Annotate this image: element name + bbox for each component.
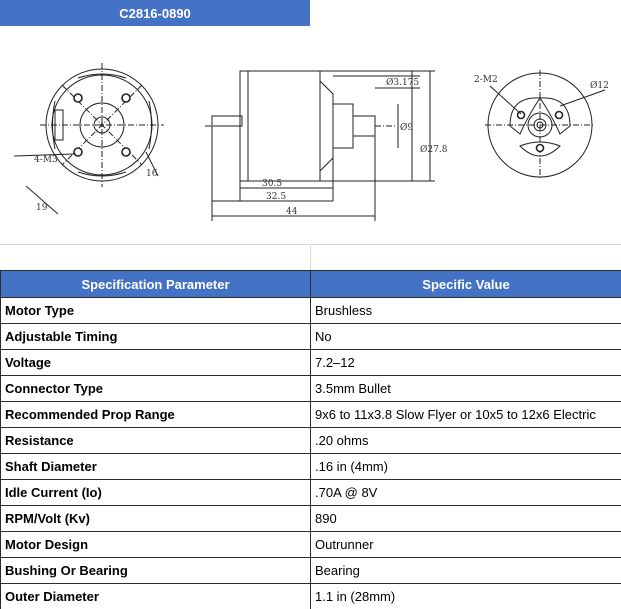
value-cell: No (310, 323, 621, 350)
motor-drawing: 4-M3 19 16 Ø3.175 Ø9 Ø27.8 30.5 32.5 44 … (0, 26, 621, 244)
param-cell: Idle Current (Io) (0, 479, 311, 506)
param-cell: Connector Type (0, 375, 311, 402)
value-cell: .70A @ 8V (310, 479, 621, 506)
header-value: Specific Value (310, 270, 621, 298)
param-cell: Recommended Prop Range (0, 401, 311, 428)
title-blank-cell (310, 0, 621, 26)
param-cell: Resistance (0, 427, 311, 454)
side-label-278: Ø27.8 (420, 144, 448, 155)
param-cell: Outer Diameter (0, 583, 311, 609)
param-cell: Voltage (0, 349, 311, 376)
side-label-shaft: Ø3.175 (386, 77, 419, 88)
value-cell: Brushless (310, 297, 621, 324)
spec-table: Specification Parameter Specific Value M… (0, 270, 621, 609)
header-parameter: Specification Parameter (0, 270, 311, 298)
side-label-9: Ø9 (400, 122, 413, 133)
table-row: Motor Design Outrunner (0, 531, 621, 558)
param-cell: Shaft Diameter (0, 453, 311, 480)
table-header-row: Specification Parameter Specific Value (0, 270, 621, 298)
table-row: Bushing Or Bearing Bearing (0, 557, 621, 584)
side-label-44: 44 (286, 207, 298, 217)
front-view (13, 63, 164, 215)
value-cell: 890 (310, 505, 621, 532)
table-row: Adjustable Timing No (0, 323, 621, 350)
technical-drawing-svg: 4-M3 19 16 Ø3.175 Ø9 Ø27.8 30.5 32.5 44 … (13, 63, 609, 221)
front-label-holes: 4-M3 (34, 155, 58, 165)
table-row: Resistance .20 ohms (0, 427, 621, 454)
back-label-12: Ø12 (590, 80, 609, 91)
back-label-holes: 2-M2 (474, 75, 498, 85)
value-cell: Bearing (310, 557, 621, 584)
table-row: Recommended Prop Range 9x6 to 11x3.8 Slo… (0, 401, 621, 428)
title-row: C2816-0890 (0, 0, 621, 26)
side-view (205, 70, 435, 221)
param-cell: RPM/Volt (Kv) (0, 505, 311, 532)
table-row: Outer Diameter 1.1 in (28mm) (0, 583, 621, 609)
front-label-16: 16 (146, 169, 158, 179)
table-row: Connector Type 3.5mm Bullet (0, 375, 621, 402)
value-cell: 1.1 in (28mm) (310, 583, 621, 609)
side-label-325: 32.5 (266, 192, 286, 202)
spacer-divider (310, 245, 311, 271)
table-row: Shaft Diameter .16 in (4mm) (0, 453, 621, 480)
table-row: Motor Type Brushless (0, 297, 621, 324)
value-cell: 3.5mm Bullet (310, 375, 621, 402)
param-cell: Bushing Or Bearing (0, 557, 311, 584)
value-cell: Outrunner (310, 531, 621, 558)
side-label-305: 30.5 (262, 179, 282, 189)
table-row: Idle Current (Io) .70A @ 8V (0, 479, 621, 506)
param-cell: Adjustable Timing (0, 323, 311, 350)
table-row: Voltage 7.2–12 (0, 349, 621, 376)
back-view (485, 70, 606, 180)
page-title: C2816-0890 (0, 0, 310, 26)
value-cell: 9x6 to 11x3.8 Slow Flyer or 10x5 to 12x6… (310, 401, 621, 428)
table-row: RPM/Volt (Kv) 890 (0, 505, 621, 532)
value-cell: .20 ohms (310, 427, 621, 454)
value-cell: .16 in (4mm) (310, 453, 621, 480)
value-cell: 7.2–12 (310, 349, 621, 376)
front-label-19: 19 (36, 203, 48, 213)
spacer-row (0, 244, 621, 271)
param-cell: Motor Design (0, 531, 311, 558)
param-cell: Motor Type (0, 297, 311, 324)
